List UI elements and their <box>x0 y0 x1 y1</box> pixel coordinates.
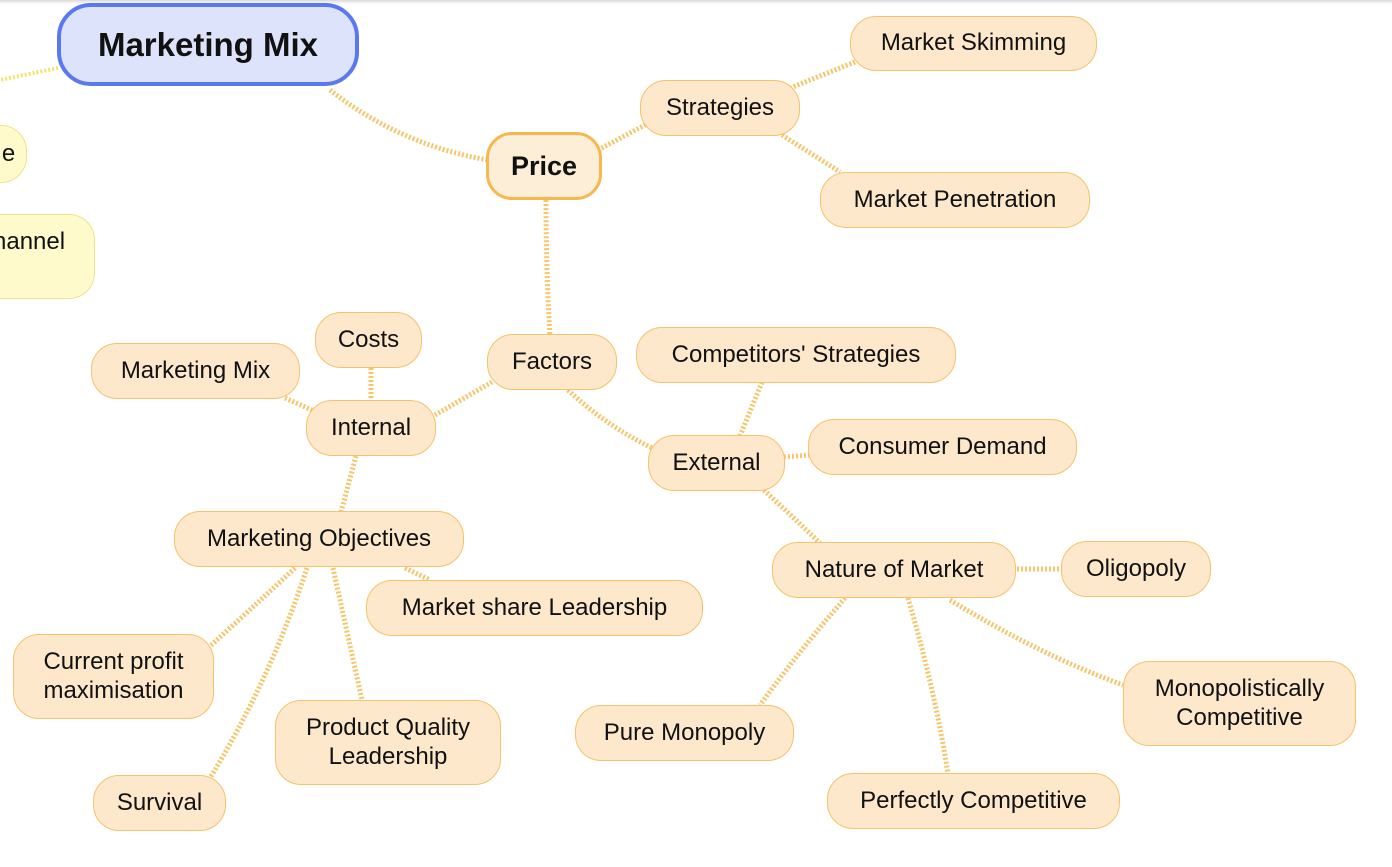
cut-node-2-label: hannel l <box>0 227 66 255</box>
perfectly-competitive-label: Perfectly Competitive <box>860 786 1087 814</box>
costs-node[interactable]: Costs <box>315 312 422 368</box>
internal-marketing-mix-label: Marketing Mix <box>120 356 271 384</box>
market-penetration-node[interactable]: Market Penetration <box>820 172 1090 228</box>
nature-of-market-label: Nature of Market <box>804 555 984 583</box>
link-internal-marketingmix <box>283 395 314 413</box>
top-border <box>0 0 1392 4</box>
survival-label: Survival <box>116 788 203 816</box>
strategies-node[interactable]: Strategies <box>640 80 800 136</box>
link-objectives-sharelead <box>403 565 432 583</box>
link-price-factors <box>543 199 553 337</box>
competitors-strategies-node[interactable]: Competitors' Strategies <box>636 327 956 383</box>
link-factors-internal <box>433 379 494 418</box>
cut-node-2[interactable]: hannel l <box>0 214 95 299</box>
product-quality-leadership-node[interactable]: Product Quality Leadership <box>275 700 501 785</box>
link-strategies-penetration <box>780 132 842 175</box>
current-profit-maximisation-label: Current profit maximisation <box>43 647 184 704</box>
perfectly-competitive-node[interactable]: Perfectly Competitive <box>827 773 1120 829</box>
market-share-leadership-label: Market share Leadership <box>401 593 668 621</box>
market-skimming-label: Market Skimming <box>880 29 1067 57</box>
link-external-demand <box>783 452 810 460</box>
oligopoly-node[interactable]: Oligopoly <box>1061 541 1211 597</box>
pure-monopoly-label: Pure Monopoly <box>603 718 766 746</box>
product-quality-leadership-label: Product Quality Leadership <box>305 713 471 770</box>
link-root-left <box>0 66 59 82</box>
marketing-objectives-node[interactable]: Marketing Objectives <box>174 511 464 567</box>
external-node[interactable]: External <box>648 435 785 491</box>
consumer-demand-label: Consumer Demand <box>838 432 1047 460</box>
root-node-marketing-mix[interactable]: Marketing Mix <box>57 3 359 86</box>
nature-of-market-node[interactable]: Nature of Market <box>772 542 1016 598</box>
factors-node[interactable]: Factors <box>487 334 617 390</box>
strategies-label: Strategies <box>665 93 775 121</box>
internal-node[interactable]: Internal <box>306 400 436 456</box>
price-node-label: Price <box>510 150 578 181</box>
marketing-objectives-label: Marketing Objectives <box>206 524 432 552</box>
costs-label: Costs <box>337 325 400 353</box>
consumer-demand-node[interactable]: Consumer Demand <box>808 419 1077 475</box>
market-penetration-label: Market Penetration <box>853 185 1057 213</box>
market-skimming-node[interactable]: Market Skimming <box>850 16 1097 71</box>
link-strategies-skimming <box>789 59 856 91</box>
monopolistically-competitive-node[interactable]: Monopolistically Competitive <box>1123 661 1356 746</box>
competitors-strategies-label: Competitors' Strategies <box>671 340 921 368</box>
root-node-label: Marketing Mix <box>97 25 319 63</box>
market-share-leadership-node[interactable]: Market share Leadership <box>366 580 703 636</box>
link-root-price <box>328 88 489 163</box>
cut-node-1-label: e <box>1 139 16 167</box>
link-nature-pure <box>757 596 847 707</box>
link-external-competitors <box>737 381 765 437</box>
current-profit-maximisation-node[interactable]: Current profit maximisation <box>13 634 214 719</box>
link-external-nature <box>762 488 822 545</box>
link-objectives-profit <box>206 566 297 650</box>
link-nature-monopolistic <box>948 597 1124 688</box>
price-node[interactable]: Price <box>486 132 602 200</box>
link-internal-objectives <box>338 455 359 513</box>
internal-marketing-mix-node[interactable]: Marketing Mix <box>91 343 300 399</box>
link-factors-external <box>566 388 654 451</box>
link-objectives-quality <box>330 567 365 701</box>
oligopoly-label: Oligopoly <box>1085 554 1187 582</box>
link-price-strategies <box>596 122 647 153</box>
external-label: External <box>672 448 761 476</box>
link-nature-perfect <box>905 597 951 775</box>
internal-label: Internal <box>330 413 412 441</box>
factors-label: Factors <box>511 347 592 375</box>
monopolistically-competitive-label: Monopolistically Competitive <box>1154 674 1325 731</box>
link-objectives-survival <box>207 567 310 780</box>
survival-node[interactable]: Survival <box>93 775 226 831</box>
pure-monopoly-node[interactable]: Pure Monopoly <box>575 705 794 761</box>
